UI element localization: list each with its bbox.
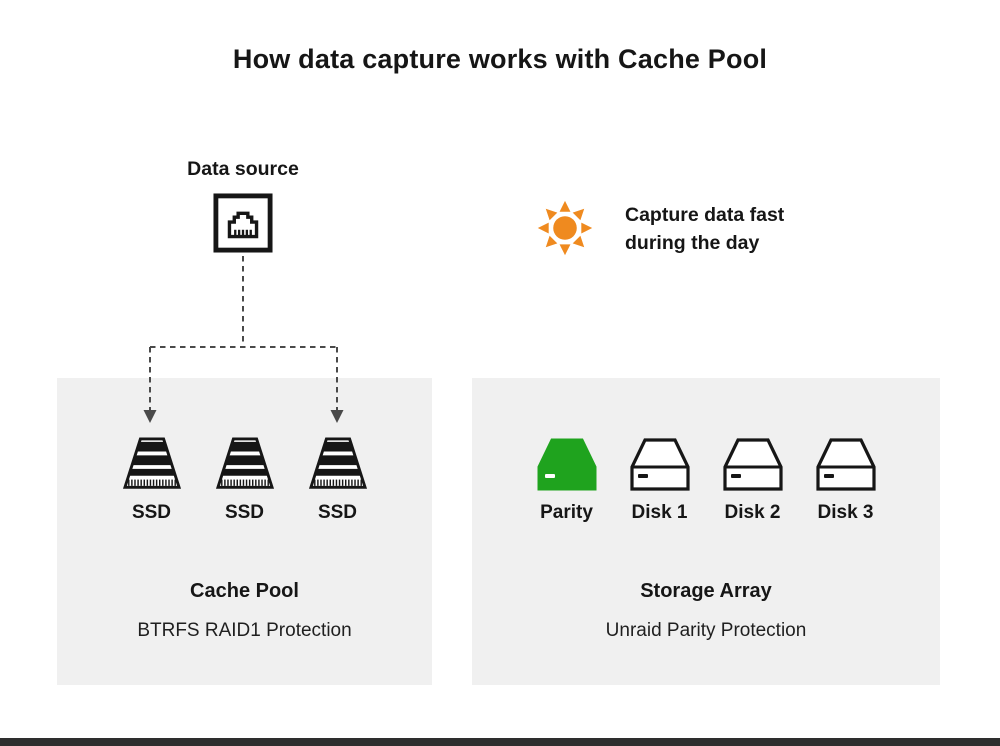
disk-icon <box>722 438 783 491</box>
ssd-icon <box>215 437 274 489</box>
ssd-icon <box>122 437 181 489</box>
drive-label: SSD <box>224 502 265 523</box>
cache-pool-title: Cache Pool <box>190 580 299 602</box>
drive-label: Parity <box>540 502 593 523</box>
disk-icon <box>815 438 876 491</box>
drive-ssd-2: SSD <box>215 437 274 524</box>
sun-icon <box>537 200 593 256</box>
data-source-label: Data source <box>187 158 299 180</box>
drive-ssd-1: SSD <box>122 437 181 524</box>
arrow-down-icon <box>330 410 344 423</box>
ethernet-port-icon <box>213 193 273 253</box>
page-title: How data capture works with Cache Pool <box>232 44 768 74</box>
cache-pool-subtitle: BTRFS RAID1 Protection <box>137 620 352 641</box>
drive-parity: Parity <box>536 437 598 524</box>
drive-disk-1: Disk 1 <box>629 437 691 524</box>
day-capture-note-line1: Capture data fast <box>625 204 785 226</box>
cache-pool-panel: SSD <box>57 378 432 685</box>
drive-disk-2: Disk 2 <box>722 437 784 524</box>
storage-array-caption: Storage Array Unraid Parity Protection <box>472 580 940 642</box>
drive-disk-3: Disk 3 <box>815 437 877 524</box>
day-capture-note-line2: during the day <box>625 232 760 254</box>
storage-array-panel: Parity Disk 1 <box>472 378 940 685</box>
drive-label: SSD <box>317 502 358 523</box>
storage-array-title: Storage Array <box>640 580 772 602</box>
bottom-edge-bar <box>0 738 1000 746</box>
drive-ssd-3: SSD <box>308 437 367 524</box>
drive-label: Disk 3 <box>817 502 874 523</box>
ssd-icon <box>308 437 367 489</box>
day-capture-note: Capture data fast during the day <box>625 201 784 257</box>
data-flow-connector <box>143 256 344 423</box>
storage-array-drives: Parity Disk 1 <box>472 378 940 524</box>
drive-label: Disk 2 <box>724 502 781 523</box>
drive-label: SSD <box>131 502 172 523</box>
cache-pool-drives: SSD <box>57 378 432 524</box>
parity-disk-icon <box>537 438 596 491</box>
data-source: Data source <box>143 158 343 253</box>
arrow-down-icon <box>143 410 157 423</box>
storage-array-subtitle: Unraid Parity Protection <box>605 620 807 641</box>
cache-pool-caption: Cache Pool BTRFS RAID1 Protection <box>57 580 432 642</box>
drive-label: Disk 1 <box>631 502 688 523</box>
disk-icon <box>629 438 690 491</box>
